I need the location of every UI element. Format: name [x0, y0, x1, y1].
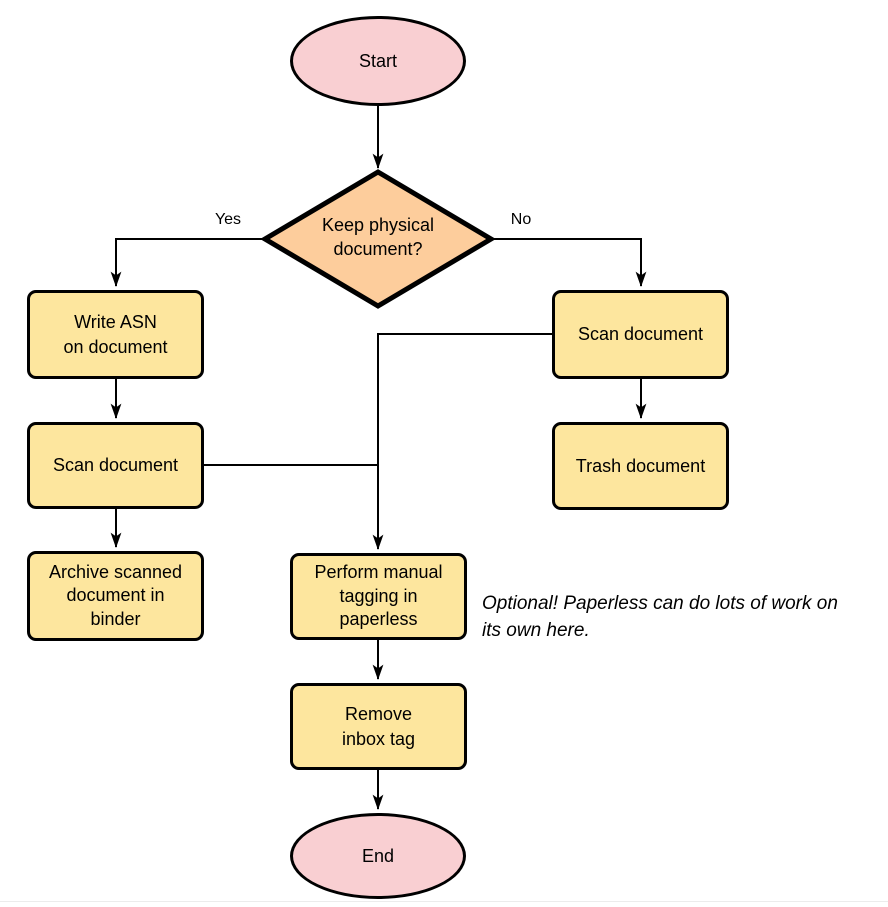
node-remove-inbox-tag: Remove inbox tag	[290, 683, 467, 770]
node-scan-document-left-label: Scan document	[52, 455, 179, 476]
node-decision-label: Keep physical document?	[321, 215, 435, 260]
node-perform-tagging: Perform manual tagging in paperless	[290, 553, 467, 640]
node-end: End	[290, 813, 466, 899]
edge-decision-no-to-scan-right	[490, 238, 647, 287]
node-end-label: End	[361, 845, 395, 866]
node-archive-binder: Archive scanned document in binder	[27, 551, 204, 641]
page-bottom-edge	[0, 901, 888, 902]
decision-diamond-shape	[260, 169, 496, 309]
node-start: Start	[290, 16, 466, 106]
node-trash-document-label: Trash document	[575, 455, 706, 476]
node-write-asn-label: Write ASN on document	[63, 312, 168, 357]
node-scan-document-left: Scan document	[27, 422, 204, 509]
node-remove-inbox-tag-label: Remove inbox tag	[341, 704, 416, 749]
node-scan-document-right-label: Scan document	[577, 324, 704, 345]
node-scan-document-right: Scan document	[552, 290, 729, 379]
edge-decision-yes-to-write-asn	[110, 238, 265, 287]
annotation-optional-note: Optional! Paperless can do lots of work …	[482, 593, 838, 641]
edge-label-yes: Yes	[214, 211, 242, 228]
node-start-label: Start	[358, 50, 397, 71]
node-write-asn: Write ASN on document	[27, 290, 204, 379]
node-trash-document: Trash document	[552, 422, 729, 510]
edge-label-no: No	[510, 211, 532, 228]
node-archive-binder-label: Archive scanned document in binder	[48, 561, 183, 629]
edge-scan-right-to-perform	[372, 333, 552, 550]
node-perform-tagging-label: Perform manual tagging in paperless	[314, 562, 443, 630]
